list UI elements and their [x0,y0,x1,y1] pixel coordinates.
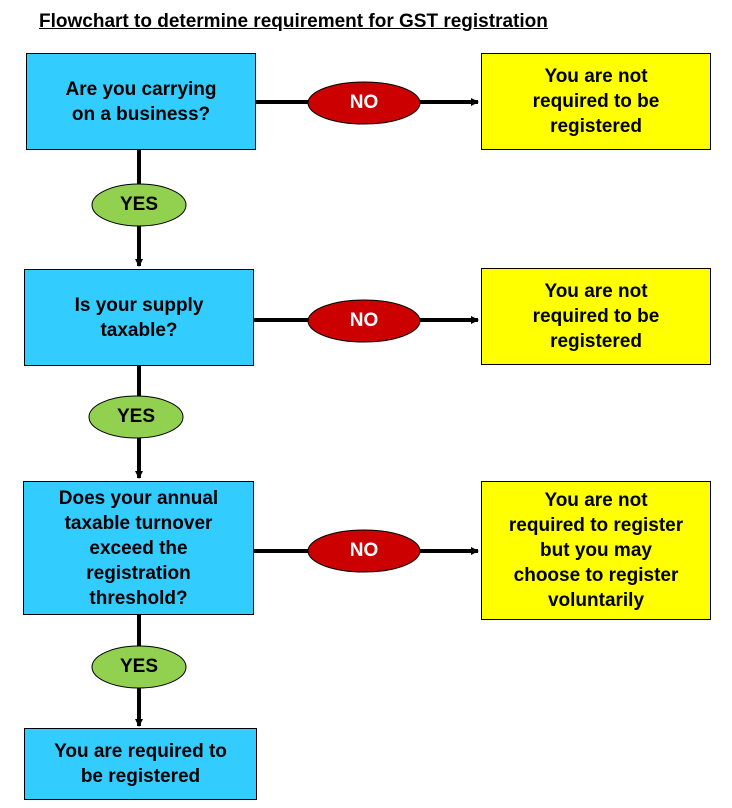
no-oval-3 [307,529,421,573]
question-line: exceed the [89,537,188,559]
outcome-line: required to register [508,515,684,536]
outcome-line: registered [550,331,642,352]
final-line: be registered [80,766,201,787]
outcome-line: required to be [532,91,660,112]
question-box-business: Are you carrying on a business? [26,53,256,150]
question-line: threshold? [89,587,188,609]
outcome-line: You are not [544,66,648,87]
question-box-taxable: Is your supply taxable? [24,269,254,366]
outcome-box-voluntary: You are not required to register but you… [481,481,711,620]
question-line: Does your annual [58,487,219,509]
question-box-threshold: Does your annual taxable turnover exceed… [23,481,254,615]
question-line: registration [86,562,191,584]
diagram-title: Flowchart to determine requirement for G… [39,11,548,32]
final-line: You are required to [54,741,227,762]
yes-oval-3 [91,645,187,689]
no-oval-1 [307,81,421,125]
question-line: Are you carrying [65,78,217,100]
yes-oval-2 [88,395,184,439]
outcome-line: required to be [532,306,660,327]
outcome-box-not-required-1: You are not required to be registered [481,53,711,150]
outcome-line: registered [550,116,642,137]
yes-oval-1 [91,183,187,227]
outcome-line: voluntarily [547,590,645,611]
outcome-line: choose to register [513,565,679,586]
question-line: taxable turnover [64,512,213,534]
question-line: Is your supply [74,294,204,316]
outcome-line: but you may [540,540,652,561]
final-box-required: You are required to be registered [24,728,257,800]
outcome-line: You are not [544,281,648,302]
no-oval-2 [307,299,421,343]
outcome-line: You are not [544,490,648,511]
question-line: taxable? [100,319,178,341]
outcome-box-not-required-2: You are not required to be registered [481,268,711,365]
question-line: on a business? [71,103,211,125]
